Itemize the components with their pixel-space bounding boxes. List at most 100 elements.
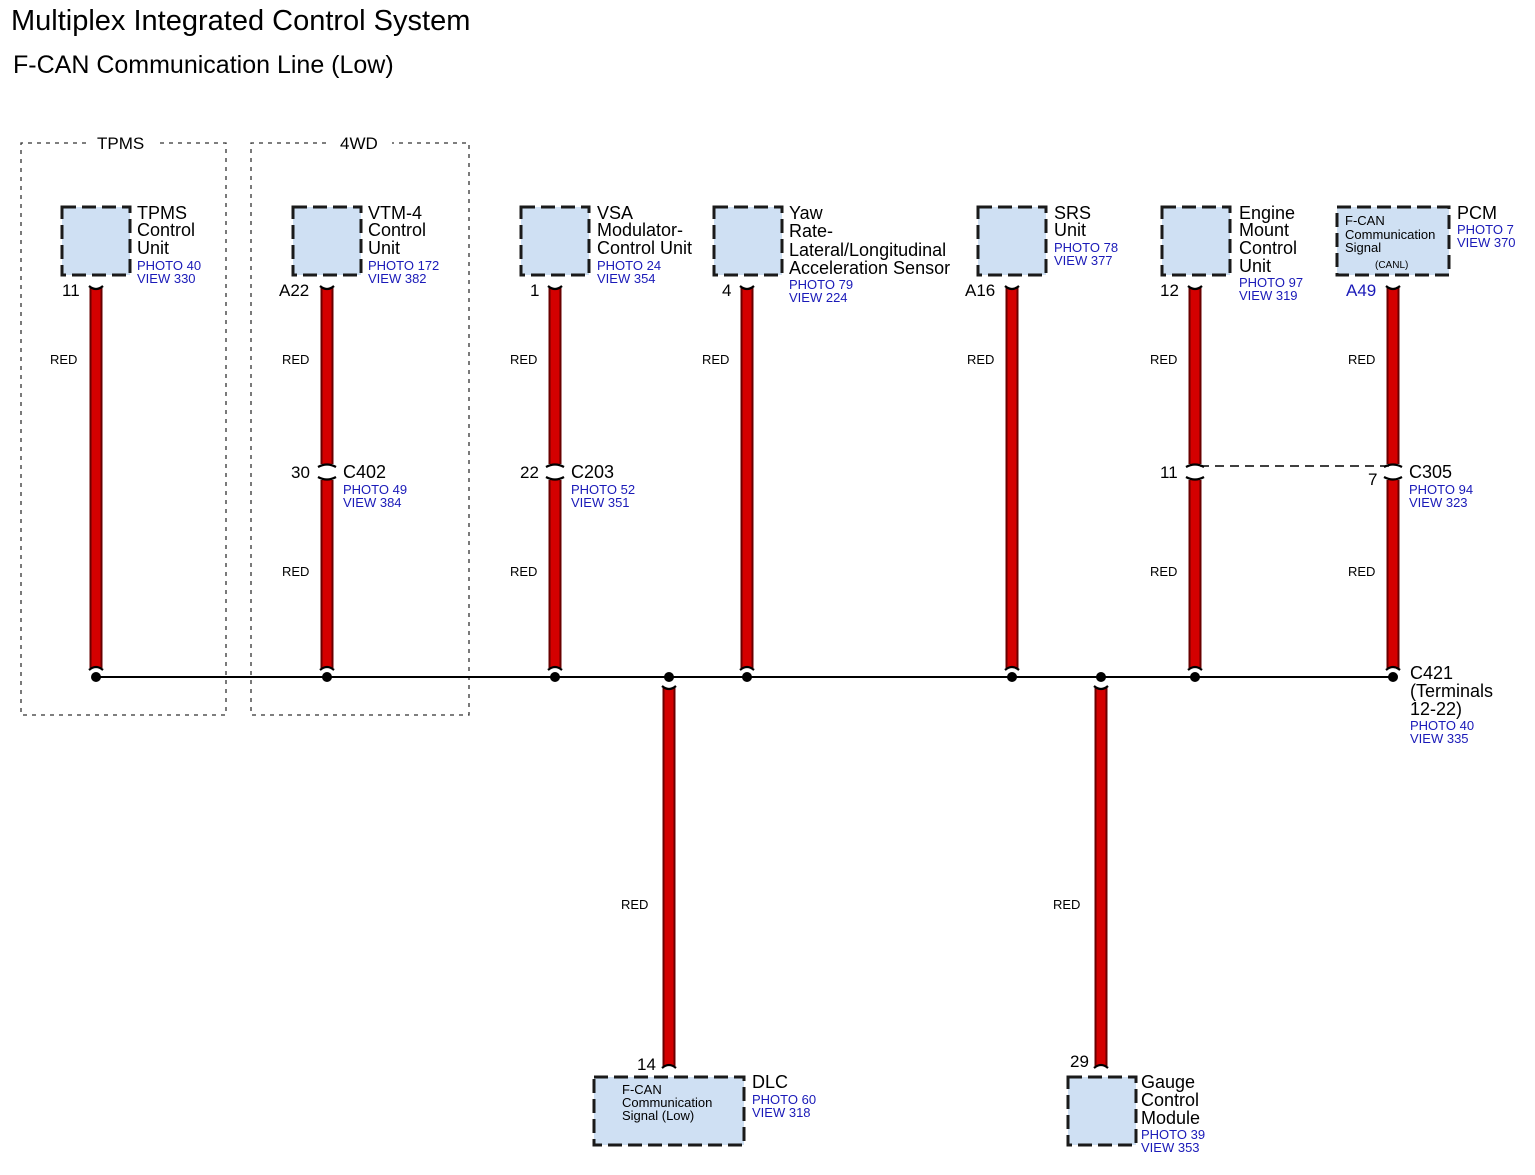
dlc-view-ref: VIEW 318	[752, 1105, 811, 1120]
c421-note-line-2: 12-22)	[1410, 699, 1462, 719]
wire-vtm4: RED RED	[282, 285, 337, 671]
vtm4-name-line-3: Unit	[368, 238, 400, 258]
emcu-name-line-3: Control	[1239, 238, 1297, 258]
vsa-pin-label: 1	[530, 281, 539, 300]
pcm-box-text-1: F-CAN	[1345, 213, 1385, 228]
emcu-wire-color-lower: RED	[1150, 564, 1177, 579]
gauge-wire-color: RED	[1053, 897, 1080, 912]
srs-name-line-1: SRS	[1054, 203, 1091, 223]
group-4wd-label: 4WD	[340, 134, 378, 153]
srs-unit-box	[976, 205, 1048, 277]
dlc-photo-ref: PHOTO 60	[752, 1092, 816, 1107]
c402-name: C402	[343, 462, 386, 482]
srs-pin-label: A16	[965, 281, 995, 300]
engine-mount-control-unit-box	[1160, 205, 1232, 277]
wire-tpms: RED	[50, 285, 104, 671]
c305-name: C305	[1409, 462, 1452, 482]
splice-emcu	[1190, 672, 1200, 682]
c402-photo-ref: PHOTO 49	[343, 482, 407, 497]
wire-yaw: RED	[702, 285, 755, 671]
page-subtitle: F-CAN Communication Line (Low)	[13, 51, 394, 79]
component-pcm: F-CAN Communication Signal (CANL) PCM PH…	[1335, 203, 1516, 300]
wire-gauge: RED	[1053, 685, 1109, 1069]
c421-view-ref: VIEW 335	[1410, 731, 1469, 746]
vtm4-name-line-1: VTM-4	[368, 203, 422, 223]
wire-srs: RED	[967, 285, 1020, 671]
yaw-name-line-2: Rate-	[789, 221, 833, 241]
connector-c203: 22 C203 PHOTO 52 VIEW 351	[520, 462, 635, 510]
yaw-rate-sensor-box	[712, 205, 784, 277]
vsa-wire-color-lower: RED	[510, 564, 537, 579]
wire-emcu: RED RED 11	[1150, 285, 1205, 671]
srs-name-line-2: Unit	[1054, 220, 1086, 240]
splice-vtm4	[322, 672, 332, 682]
pcm-box	[1335, 205, 1451, 277]
tpms-wire-color: RED	[50, 352, 77, 367]
pcm-pin-label: A49	[1346, 281, 1376, 300]
srs-view-ref: VIEW 377	[1054, 253, 1113, 268]
c305-pin-emcu: 11	[1160, 463, 1178, 482]
vtm4-wire-color-lower: RED	[282, 564, 309, 579]
component-vtm4-control-unit: VTM-4 Control Unit PHOTO 172 VIEW 382 A2…	[279, 203, 439, 300]
gauge-name-line-3: Module	[1141, 1108, 1200, 1128]
dlc-box-text-1: F-CAN	[622, 1082, 662, 1097]
emcu-photo-ref: PHOTO 97	[1239, 275, 1303, 290]
vsa-view-ref: VIEW 354	[597, 271, 656, 286]
c421-note-line-1: (Terminals	[1410, 681, 1493, 701]
pcm-box-text-2: Communication	[1345, 227, 1435, 242]
emcu-name-line-4: Unit	[1239, 256, 1271, 276]
tpms-view-ref: VIEW 330	[137, 271, 196, 286]
vsa-wire-color-upper: RED	[510, 352, 537, 367]
yaw-photo-ref: PHOTO 79	[789, 277, 853, 292]
yaw-name-line-3: Lateral/Longitudinal	[789, 240, 946, 260]
c305-view-ref: VIEW 323	[1409, 495, 1468, 510]
pcm-box-text-3: Signal	[1345, 240, 1381, 255]
yaw-view-ref: VIEW 224	[789, 290, 848, 305]
connector-c421: C421 (Terminals 12-22) PHOTO 40 VIEW 335	[1410, 663, 1493, 746]
dlc-wire-color: RED	[621, 897, 648, 912]
c305-photo-ref: PHOTO 94	[1409, 482, 1473, 497]
group-tpms-label: TPMS	[97, 134, 144, 153]
pcm-view-ref: VIEW 370	[1457, 235, 1516, 250]
group-4wd: 4WD	[250, 134, 470, 716]
component-dlc: F-CAN Communication Signal (Low) DLC PHO…	[592, 1055, 816, 1147]
tpms-photo-ref: PHOTO 40	[137, 258, 201, 273]
emcu-view-ref: VIEW 319	[1239, 288, 1298, 303]
wire-vsa: RED RED	[510, 285, 565, 671]
component-vsa-modulator: VSA Modulator- Control Unit PHOTO 24 VIE…	[519, 203, 692, 300]
page-title: Multiplex Integrated Control System	[11, 5, 470, 37]
vsa-modulator-box	[519, 205, 591, 277]
vtm4-view-ref: VIEW 382	[368, 271, 427, 286]
component-engine-mount-control-unit: Engine Mount Control Unit PHOTO 97 VIEW …	[1160, 203, 1303, 303]
vsa-name-line-2: Modulator-	[597, 220, 683, 240]
c203-name: C203	[571, 462, 614, 482]
vtm4-pin-label: A22	[279, 281, 309, 300]
splice-tpms	[91, 672, 101, 682]
c402-view-ref: VIEW 384	[343, 495, 402, 510]
tpms-control-unit-box	[60, 205, 132, 277]
emcu-pin-label: 12	[1160, 281, 1179, 300]
dlc-name: DLC	[752, 1072, 788, 1092]
component-srs-unit: SRS Unit PHOTO 78 VIEW 377 A16	[965, 203, 1118, 300]
vsa-name-line-3: Control Unit	[597, 238, 692, 258]
wire-dlc: RED	[621, 685, 677, 1069]
component-tpms-control-unit: TPMS Control Unit PHOTO 40 VIEW 330 11	[60, 203, 201, 300]
srs-photo-ref: PHOTO 78	[1054, 240, 1118, 255]
splice-dlc	[664, 672, 674, 682]
dlc-box-text-2: Communication	[622, 1095, 712, 1110]
splice-yaw	[742, 672, 752, 682]
vtm4-control-unit-box	[291, 205, 363, 277]
emcu-name-line-2: Mount	[1239, 220, 1289, 240]
gauge-pin-label: 29	[1070, 1052, 1089, 1071]
splice-vsa	[550, 672, 560, 682]
c421-photo-ref: PHOTO 40	[1410, 718, 1474, 733]
pcm-wire-color-lower: RED	[1348, 564, 1375, 579]
connector-c402: 30 C402 PHOTO 49 VIEW 384	[291, 462, 407, 510]
dlc-pin-label: 14	[637, 1055, 656, 1074]
gauge-view-ref: VIEW 353	[1141, 1140, 1200, 1155]
dlc-box-text-3: Signal (Low)	[622, 1108, 694, 1123]
yaw-wire-color: RED	[702, 352, 729, 367]
pcm-photo-ref: PHOTO 7	[1457, 222, 1514, 237]
connector-c305: C305 PHOTO 94 VIEW 323	[1409, 462, 1473, 510]
vtm4-name-line-2: Control	[368, 220, 426, 240]
